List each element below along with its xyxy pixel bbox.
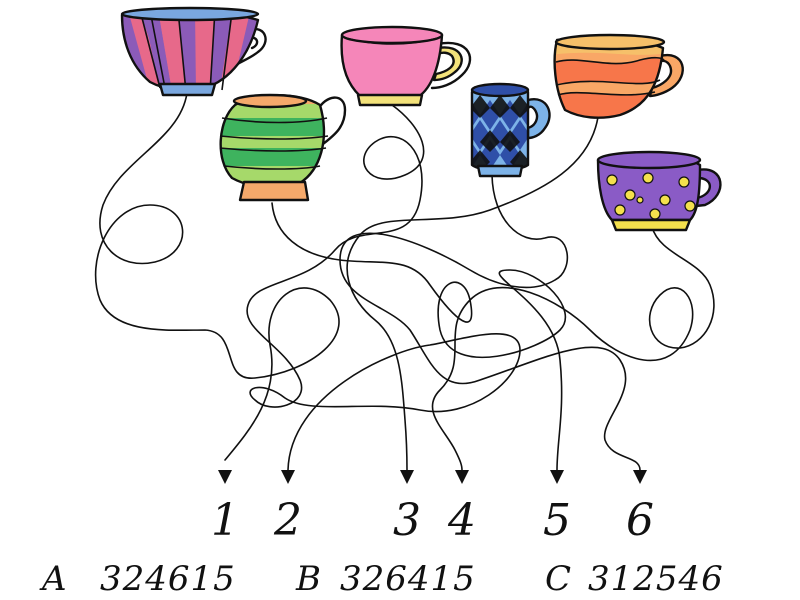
answer-options: A 324615 B 326415 C 312546 [39, 559, 724, 599]
answer-option-c[interactable]: C 312546 [545, 559, 724, 599]
green-striped-sugar-bowl [219, 93, 347, 202]
path-cup1 [94, 92, 340, 461]
number-3: 3 [393, 495, 421, 546]
arrowhead-1 [218, 470, 232, 484]
number-5: 5 [543, 495, 571, 546]
number-2: 2 [273, 495, 302, 546]
answer-sequence-a: 324615 [100, 559, 236, 599]
path-cup5 [346, 116, 599, 471]
answer-option-b[interactable]: B 326415 [295, 559, 476, 599]
number-4: 4 [447, 495, 476, 546]
answer-option-a[interactable]: A 324615 [39, 559, 236, 599]
path-cup4 [339, 174, 641, 471]
destination-numbers: 1 2 3 4 5 6 [211, 495, 654, 546]
arrowheads [218, 470, 647, 484]
arrowhead-2 [281, 470, 295, 484]
answer-letter-a: A [39, 559, 68, 599]
arrowhead-6 [633, 470, 647, 484]
answer-sequence-c: 312546 [588, 559, 724, 599]
answer-letter-b: B [295, 559, 322, 599]
answer-sequence-b: 326415 [340, 559, 476, 599]
orange-wave-cup [553, 33, 684, 119]
path-cup2 [271, 202, 567, 471]
path-cup3 [246, 104, 521, 471]
answer-letter-c: C [545, 559, 572, 599]
arrowhead-5 [550, 470, 564, 484]
tangled-paths [94, 92, 715, 471]
pink-teacup [340, 25, 472, 107]
blue-diamond-mug [470, 82, 551, 178]
number-1: 1 [211, 495, 239, 546]
path-cup6 [431, 226, 715, 471]
purple-striped-teacup [120, 6, 267, 97]
arrowhead-4 [455, 470, 469, 484]
arrowhead-3 [400, 470, 414, 484]
number-6: 6 [626, 495, 654, 546]
purple-polka-dot-cup [596, 150, 722, 232]
